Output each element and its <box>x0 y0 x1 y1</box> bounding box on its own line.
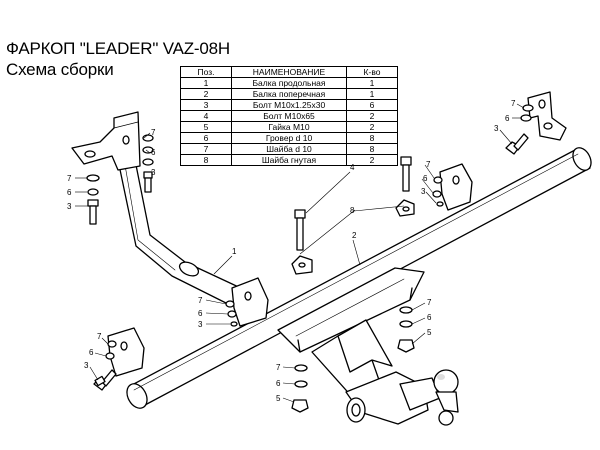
bracket-top-right <box>527 91 567 141</box>
callout-6: 6 <box>505 114 510 123</box>
callout-7: 7 <box>198 296 203 305</box>
callout-6: 6 <box>151 148 156 157</box>
callout-6: 6 <box>427 313 432 322</box>
bracket-top-left <box>71 111 141 171</box>
callout-4: 4 <box>350 163 355 172</box>
hitch-mount-plate <box>277 267 425 409</box>
callout-7: 7 <box>97 332 102 341</box>
curved-washer-right <box>395 199 415 217</box>
callout-6: 6 <box>67 188 72 197</box>
callout-5: 5 <box>276 394 281 403</box>
fastener-stack-top-right <box>505 104 534 155</box>
longitudinal-beam <box>117 159 246 307</box>
bolt-m10x65-center <box>294 209 306 251</box>
crossbeam-tube <box>126 147 592 409</box>
callout-6: 6 <box>423 174 428 183</box>
cell-qty: 2 <box>346 154 398 166</box>
title-line-2: Схема сборки <box>6 60 114 79</box>
page-title: ФАРКОП "LEADER" VAZ-08H Схема сборки <box>6 38 230 80</box>
callout-6: 6 <box>198 309 203 318</box>
callout-2: 2 <box>352 231 357 240</box>
bracket-bottom-left <box>107 327 145 377</box>
fastener-stack-center <box>225 300 238 327</box>
fastener-stack-mid-right <box>432 176 444 207</box>
bolt-bottom-left <box>94 375 106 387</box>
callout-7: 7 <box>151 128 156 137</box>
leader-lines <box>75 103 525 403</box>
fastener-stack-bottom <box>291 364 309 413</box>
parts-table-header: Поз. НАИМЕНОВАНИЕ К-во <box>180 66 398 78</box>
callout-7: 7 <box>67 174 72 183</box>
callout-7: 7 <box>427 298 432 307</box>
callout-6: 6 <box>276 379 281 388</box>
callout-6: 6 <box>89 348 94 357</box>
callout-3: 3 <box>84 361 89 370</box>
fastener-stack-right-lower <box>397 306 415 353</box>
title-line-1: ФАРКОП "LEADER" VAZ-08H <box>6 39 230 58</box>
fastener-stack-top-center <box>142 134 154 193</box>
callout-7: 7 <box>426 160 431 169</box>
callout-labels: 1 2 4 8 7 6 3 7 6 3 7 6 3 7 6 3 7 6 3 7 … <box>67 99 516 403</box>
bolt-m10x65-right <box>400 156 412 192</box>
callout-3: 3 <box>67 202 72 211</box>
callout-1: 1 <box>232 247 237 256</box>
fastener-stack-top-left <box>86 174 100 225</box>
callout-7: 7 <box>511 99 516 108</box>
callout-5: 5 <box>427 328 432 337</box>
callout-3: 3 <box>494 124 499 133</box>
callout-7: 7 <box>276 363 281 372</box>
callout-3: 3 <box>151 168 156 177</box>
callout-3: 3 <box>198 320 203 329</box>
tow-ball-assembly <box>345 369 459 426</box>
callout-8: 8 <box>350 206 355 215</box>
callout-3: 3 <box>421 187 426 196</box>
bracket-center <box>231 277 269 327</box>
bracket-mid-right <box>439 163 473 211</box>
curved-washer-center <box>291 255 313 275</box>
